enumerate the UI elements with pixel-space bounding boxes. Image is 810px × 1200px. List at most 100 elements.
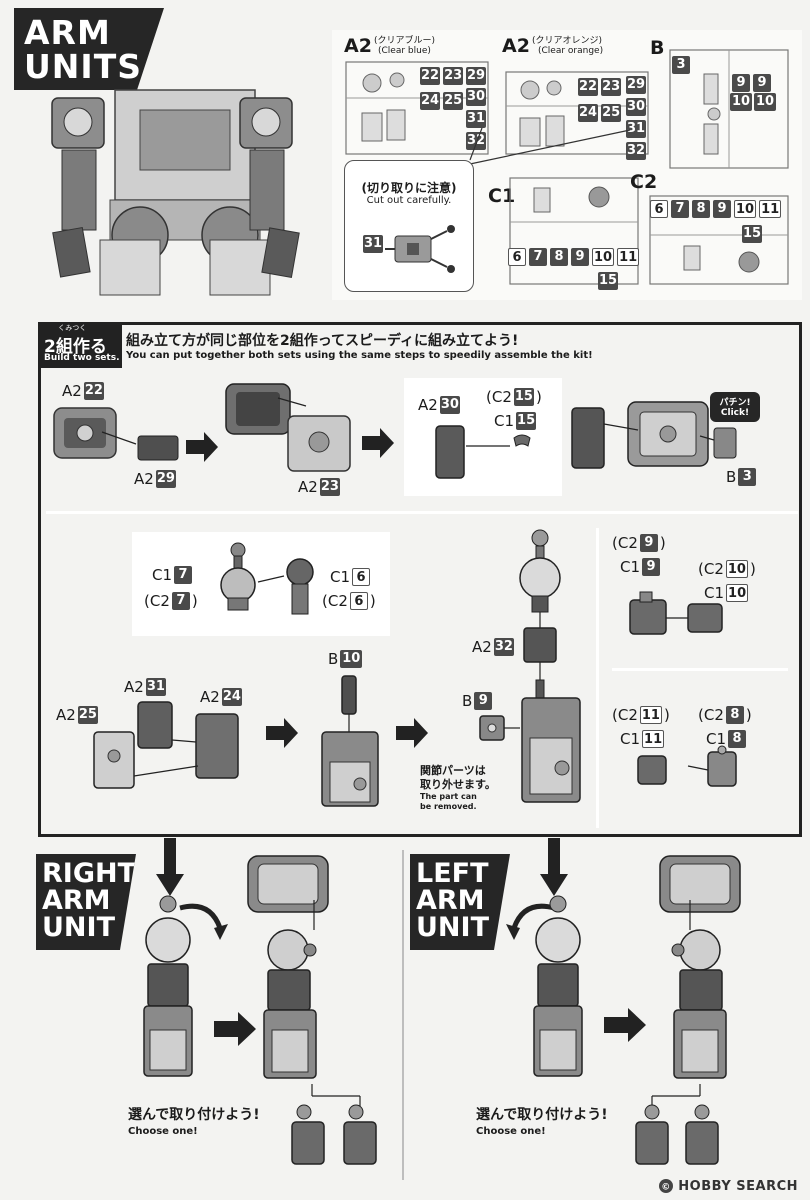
part-number: 29 [466,67,487,85]
runner-a2-blue-nums-row2: 24 25 [420,92,464,110]
part-number: 15 [598,272,619,290]
arm-unit-divider [402,850,404,1180]
part-number: 11 [617,248,640,266]
label-suffix: ) [745,706,752,724]
build-two-sets-panel [38,322,802,837]
elbow-sub-inset [132,532,390,636]
part-number: 6 [352,568,371,586]
label-suffix: ) [535,388,542,406]
left-arm-unit-badge: LEFT ARM UNIT [410,854,510,950]
fist-hand-illustration [629,591,723,635]
runner-c1-nums: 6 7 8 9 10 11 [508,248,640,266]
right-choose-en: Choose one! [128,1126,198,1137]
section-title-badge: ARM UNITS [14,8,164,90]
part-number: 7 [529,248,547,266]
next-step-arrow-icon [604,1008,646,1042]
right-arm-hand-options-illustration [291,1084,377,1165]
hobby-search-logo-icon: © [659,1179,674,1193]
sub-step-inset [404,378,562,496]
part-number: 31 [466,110,487,128]
click-jp: パチン! [719,398,751,408]
part-number: 7 [171,592,190,610]
note-jp-1: 関節パーツは [420,764,486,777]
part-number: 32 [466,132,487,150]
part-number: 22 [83,382,104,400]
left-arm-line2: ARM [416,885,485,916]
left-arm-line3: UNIT [416,912,489,943]
callout-jp-text: (切り取りに注意) [361,181,457,195]
label-prefix: A2 [134,470,154,488]
left-choose-jp: 選んで取り付けよう! [476,1107,608,1123]
right-arm-line2: ARM [42,885,111,916]
elbow-ball-joint-illustration [220,542,314,615]
label-prefix: (C2 [612,534,638,552]
panel-divider [46,511,798,514]
runner-b-frame [669,49,789,169]
upper-arm-elbow-assembly-illustration [519,529,581,803]
next-step-arrow-icon [396,718,428,748]
part-number: 31 [363,235,384,253]
part-number: 24 [420,92,441,110]
part-number: 6 [508,248,526,266]
part-number: 31 [145,678,166,696]
claw-joint-illustration [435,425,531,479]
part-number: 7 [174,566,193,584]
runner-a2-orange-nums-row2: 24 25 [578,104,622,122]
label-prefix: C1 [620,730,641,748]
part-number: 10 [734,200,757,218]
part-number: 22 [578,78,599,96]
removable-joint-note: 関節パーツは 取り外せます。 The part can be removed. [420,764,496,812]
shoulder-joint-assembly-illustration [571,401,737,469]
label-prefix: B [328,650,339,668]
section-title-line1: ARM [24,13,111,52]
label-prefix: C1 [152,566,173,584]
part-number: 30 [626,98,647,116]
right-arm-line3: UNIT [42,912,115,943]
label-prefix: A2 [418,396,438,414]
part-number: 15 [742,225,763,243]
label-prefix: (C2 [486,388,512,406]
label-prefix: (C2 [612,706,638,724]
section-title-line2: UNITS [24,47,142,86]
part-number: 7 [671,200,689,218]
part-number: 3 [672,56,690,74]
runner-a2-blue-jp: (クリアブルー) [374,36,436,46]
part-number: 10 [592,248,615,266]
open-hand-illustration [637,745,737,787]
down-arrow-icon [156,838,184,896]
next-step-arrow-icon [362,428,394,458]
part-number: 10 [730,93,752,111]
label-prefix: (C2 [698,706,724,724]
runner-c2-label: C2 [630,171,658,193]
part-number: 11 [639,706,662,724]
part-number: 15 [513,388,534,406]
right-arm-pre-assembly-illustration [143,895,228,1077]
robot-torso-illustration [51,89,300,296]
left-arm-assembled-illustration [659,855,741,1079]
build-two-sets-badge: くみつく 2組作る Build two sets. [38,322,122,368]
runner-a2-blue-nums-row1: 22 23 [420,67,464,85]
part-number: 6 [349,592,368,610]
part-number: 10 [726,584,749,602]
svg-text:©: © [662,1183,672,1193]
label-prefix: B [726,468,737,486]
callout-en-text: Cut out carefully. [366,195,452,206]
part-number: 29 [155,470,176,488]
runner-a2-blue-en: (Clear blue) [378,46,431,56]
shoulder-assembly-illustration [225,383,351,472]
runner-a2-orange-en: (Clear orange) [538,46,604,56]
label-suffix: ) [663,706,670,724]
cut-carefully-callout: (切り取りに注意) Cut out carefully. 31 [344,160,474,292]
